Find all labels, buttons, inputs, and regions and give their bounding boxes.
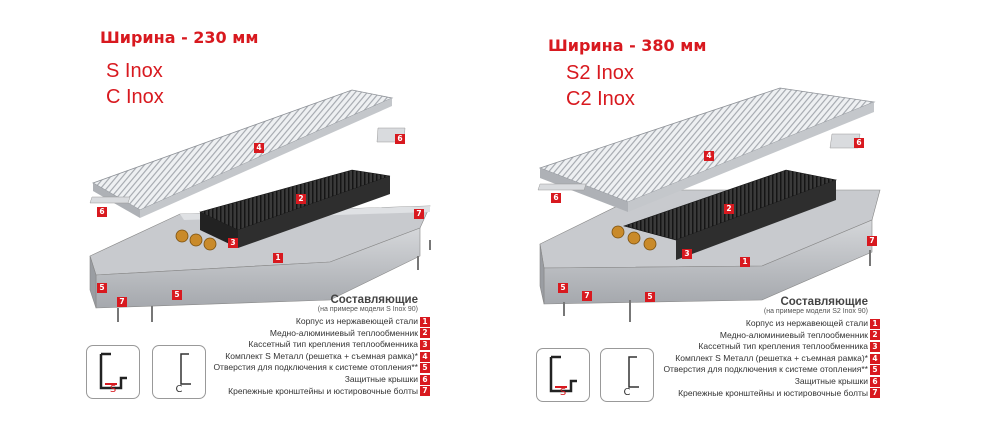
profile-c: C: [600, 348, 654, 402]
callout-6b: 6: [854, 138, 864, 148]
profile-s-label: S: [109, 384, 117, 395]
profile-s-icon: [549, 355, 577, 393]
callout-5b: 5: [172, 290, 182, 300]
model-name-2: C2 Inox: [566, 88, 635, 110]
profile-c-icon: [628, 356, 639, 388]
convector-illustration: [89, 89, 431, 322]
callout-3: 3: [682, 249, 692, 259]
profile-s: S: [86, 345, 140, 399]
legend-subtitle: (на примере модели S Inox 90): [317, 306, 418, 313]
brass-fittings: [611, 225, 657, 251]
callout-7a: 7: [582, 291, 592, 301]
callout-5b: 5: [645, 292, 655, 302]
brass-fittings: [175, 229, 217, 251]
components-legend: Составляющие (на примере модели S Inox 9…: [190, 294, 430, 397]
legend-item: Крепежные кронштейны и юстировочные болт…: [190, 386, 430, 398]
model-name-1: S2 Inox: [566, 62, 634, 84]
callout-5a: 5: [97, 283, 107, 293]
callout-7b: 7: [414, 209, 424, 219]
model-name-1: S Inox: [106, 60, 163, 82]
components-legend: Составляющие (на примере модели S2 Inox …: [640, 296, 880, 399]
legend-item: Комплект S Металл (решетка + съемная рам…: [190, 351, 430, 363]
width-title: Ширина - 380 мм: [548, 36, 707, 55]
callout-4: 4: [704, 151, 714, 161]
callout-7b: 7: [867, 236, 877, 246]
convector-illustration: [537, 87, 881, 322]
legend-title: Составляющие: [330, 294, 418, 306]
grille: [538, 87, 876, 212]
callout-3: 3: [228, 238, 238, 248]
profile-s-label: S: [559, 387, 567, 398]
profile-s-icon: [99, 352, 127, 390]
mounting-brackets: [563, 250, 871, 322]
legend-item: Крепежные кронштейны и юстировочные болт…: [640, 388, 880, 400]
callout-1: 1: [273, 253, 283, 263]
legend-item: Отверстия для подключения к системе отоп…: [190, 362, 430, 374]
callout-6a: 6: [97, 207, 107, 217]
panel-380mm: Ширина - 380 мм S2 Inox C2 Inox: [500, 0, 1000, 442]
protective-cover-left: [537, 183, 587, 191]
callout-2: 2: [724, 204, 734, 214]
heat-exchanger: [199, 169, 391, 248]
profile-c-label: C: [623, 387, 631, 398]
callout-1: 1: [740, 257, 750, 267]
legend-item: Комплект S Металл (решетка + съемная рам…: [640, 353, 880, 365]
profile-s: S: [536, 348, 590, 402]
callout-2: 2: [296, 194, 306, 204]
callout-7a: 7: [117, 297, 127, 307]
legend-item: Отверстия для подключения к системе отоп…: [640, 364, 880, 376]
protective-cover-right: [829, 133, 861, 149]
callout-4: 4: [254, 143, 264, 153]
profile-c: C: [152, 345, 206, 399]
model-name-2: C Inox: [106, 86, 164, 108]
mounting-brackets: [117, 240, 431, 322]
protective-cover-left: [89, 196, 131, 204]
legend-title: Составляющие: [780, 296, 868, 308]
profile-c-icon: [180, 353, 191, 385]
legend-subtitle: (на примере модели S2 Inox 90): [763, 308, 868, 315]
callout-6b: 6: [395, 134, 405, 144]
profile-c-label: C: [175, 384, 183, 395]
callout-5a: 5: [558, 283, 568, 293]
width-title: Ширина - 230 мм: [100, 28, 259, 47]
callout-6a: 6: [551, 193, 561, 203]
panel-230mm: Ширина - 230 мм S Inox C Inox: [86, 28, 431, 399]
